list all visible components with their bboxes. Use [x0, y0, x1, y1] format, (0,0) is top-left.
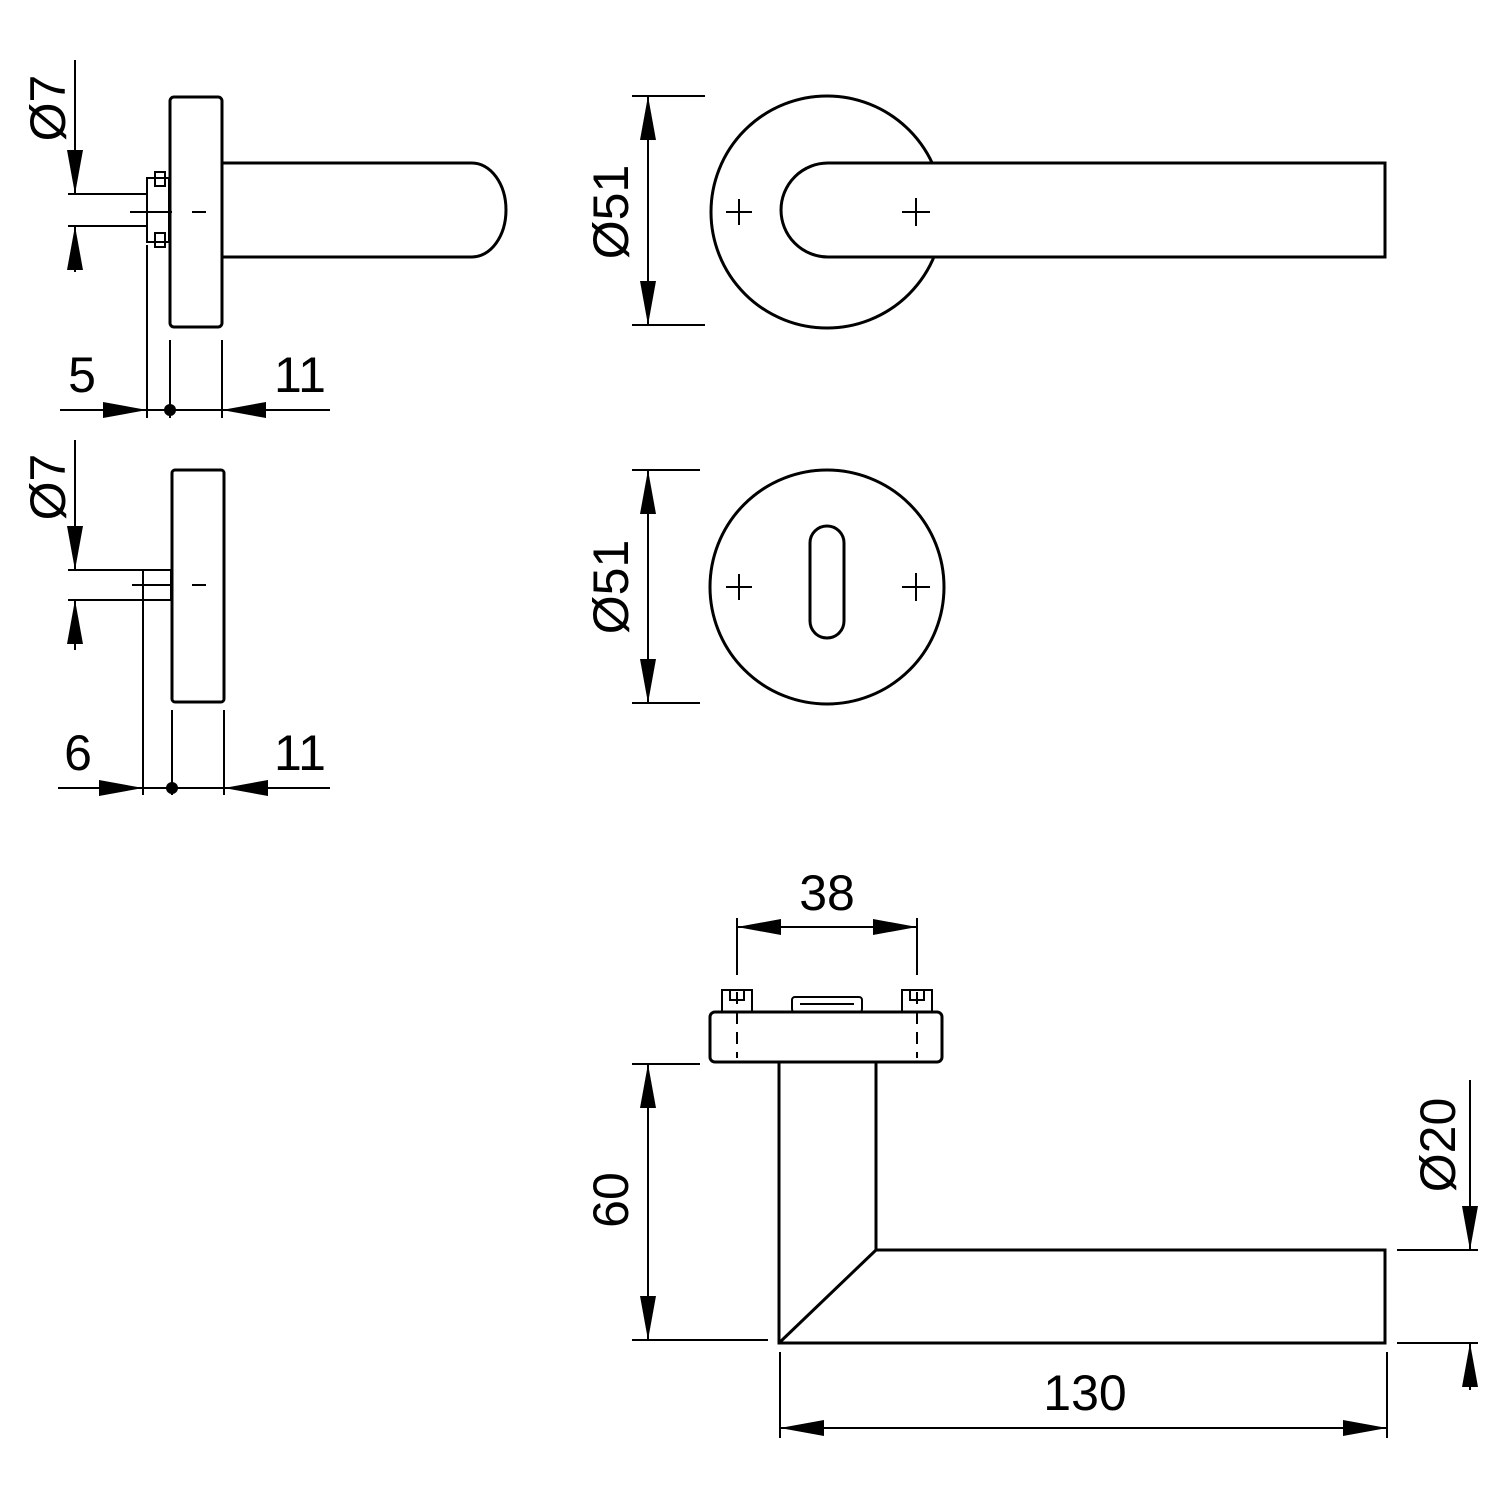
dim-pin-dia-escutcheon: Ø7: [20, 454, 76, 521]
top-view-lever: 38 60 130 Ø20: [583, 865, 1478, 1438]
screw-mark-right: [902, 573, 930, 601]
front-view-lever: Ø51: [583, 94, 1387, 330]
dim-escutcheon-dia: Ø51: [583, 540, 639, 635]
screw-mark-left: [726, 574, 752, 600]
dim-lever-dia: Ø20: [1410, 1098, 1466, 1193]
screw-mark-left: [726, 199, 752, 225]
lever-side: [222, 161, 508, 259]
dim-lever-length: 130: [1043, 1365, 1126, 1421]
lever-front: [779, 161, 1387, 259]
dim-screw-spacing: 38: [799, 865, 855, 921]
dim-rose-dia: Ø51: [583, 165, 639, 260]
dim-pin-dia-handle: Ø7: [20, 75, 76, 142]
dim-offset-escutcheon: 6: [64, 725, 92, 781]
lever-top: [777, 1062, 1387, 1345]
side-view-escutcheon: Ø7 6 11: [20, 440, 330, 796]
keyhole: [808, 524, 846, 640]
front-view-escutcheon: Ø51: [583, 468, 946, 706]
screw-mark-right: [902, 198, 930, 226]
dim-rose-thickness: 11: [274, 347, 326, 403]
dim-projection: 60: [583, 1172, 639, 1228]
dim-escutcheon-thickness: 11: [274, 725, 326, 781]
fixing-pin: [146, 177, 170, 243]
dim-offset-handle: 5: [68, 347, 96, 403]
side-view-handle: Ø7 5 11: [20, 60, 508, 418]
escutcheon-front: [708, 468, 946, 706]
rose-top: [708, 1010, 944, 1064]
